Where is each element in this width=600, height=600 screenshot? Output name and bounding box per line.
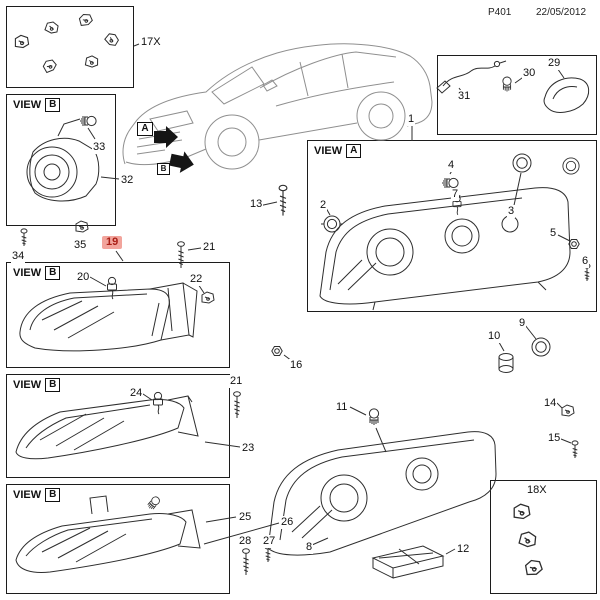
callout-6[interactable]: 6 xyxy=(581,255,590,268)
view-b-lamp-panel: VIEW B xyxy=(6,484,230,594)
xenon-headlamp-drawing xyxy=(267,406,497,556)
car-view-marker-b: B xyxy=(157,163,170,175)
callout-26[interactable]: 26 xyxy=(280,516,295,529)
view-b-drl-panel: VIEW B xyxy=(6,374,230,478)
callout-9[interactable]: 9 xyxy=(518,317,527,330)
car-view-marker-a: A xyxy=(137,122,153,136)
view-b-foglamp-header: VIEW B xyxy=(12,266,62,280)
callout-30[interactable]: 30 xyxy=(522,67,537,80)
view-b-drl-header: VIEW B xyxy=(12,378,62,392)
screw-icon xyxy=(242,548,250,576)
screw-icon xyxy=(20,228,28,247)
callout-8[interactable]: 8 xyxy=(305,541,314,554)
screw-icon xyxy=(233,391,241,419)
callout-5[interactable]: 5 xyxy=(549,227,558,240)
arrow-b-icon xyxy=(169,151,194,173)
view-a-header: VIEW A xyxy=(313,144,363,158)
callout-21-upper[interactable]: 21 xyxy=(202,241,217,254)
callout-20[interactable]: 20 xyxy=(76,271,91,284)
callout-21-lower[interactable]: 21 xyxy=(229,375,244,388)
callout-24[interactable]: 24 xyxy=(129,387,144,400)
screw-icon xyxy=(278,184,288,217)
view-b-projector-header: VIEW B xyxy=(12,98,62,112)
seal-and-holder-group xyxy=(495,324,551,373)
callout-29[interactable]: 29 xyxy=(547,57,562,70)
view-b-projector-panel: VIEW B xyxy=(6,94,116,226)
side-fasteners-group xyxy=(556,402,579,459)
callout-34[interactable]: 34 xyxy=(11,250,26,263)
callout-22[interactable]: 22 xyxy=(189,273,204,286)
ballast-module-drawing xyxy=(371,545,456,579)
callout-31[interactable]: 31 xyxy=(457,90,472,103)
callout-7[interactable]: 7 xyxy=(451,188,460,201)
ring-icon xyxy=(531,337,551,357)
callout-1[interactable]: 1 xyxy=(407,113,416,126)
view-word: VIEW xyxy=(314,145,343,157)
callout-25[interactable]: 25 xyxy=(238,511,253,524)
callout-33[interactable]: 33 xyxy=(92,141,107,154)
callout-35[interactable]: 35 xyxy=(73,239,88,252)
callout-11[interactable]: 11 xyxy=(335,401,349,414)
callout-10[interactable]: 10 xyxy=(487,330,502,343)
bulb-icon xyxy=(368,408,380,426)
view-word: VIEW xyxy=(13,99,42,111)
callout-2[interactable]: 2 xyxy=(319,199,328,212)
callout-15[interactable]: 15 xyxy=(547,432,562,445)
view-word: VIEW xyxy=(13,489,42,501)
view-letter-a: A xyxy=(346,144,362,158)
clip-icon xyxy=(561,404,575,417)
screw-icon xyxy=(571,440,579,459)
callout-32[interactable]: 32 xyxy=(120,174,135,187)
page-date: 22/05/2012 xyxy=(536,7,587,18)
callout-17x[interactable]: 17X xyxy=(140,36,162,49)
page-code: P401 xyxy=(488,7,512,18)
view-letter-b: B xyxy=(45,378,61,392)
callout-19[interactable]: 19 xyxy=(102,236,123,249)
arrow-a-icon xyxy=(154,126,178,148)
callout-3[interactable]: 3 xyxy=(507,205,516,218)
callout-27[interactable]: 27 xyxy=(262,535,277,548)
parts-box-17x xyxy=(6,6,134,88)
view-letter-b: B xyxy=(45,266,61,280)
nut-icon xyxy=(271,346,283,356)
callout-28[interactable]: 28 xyxy=(238,535,253,548)
view-letter-b: B xyxy=(45,488,61,502)
view-b-lamp-header: VIEW B xyxy=(12,488,62,502)
callout-16[interactable]: 16 xyxy=(289,359,304,372)
callout-18x[interactable]: 18X xyxy=(526,484,548,497)
callout-12[interactable]: 12 xyxy=(456,543,471,556)
callout-4[interactable]: 4 xyxy=(447,159,456,172)
parts-box-18x xyxy=(490,480,597,594)
callout-13[interactable]: 13 xyxy=(249,198,264,211)
view-word: VIEW xyxy=(13,379,42,391)
callout-23[interactable]: 23 xyxy=(241,442,256,455)
view-letter-b: B xyxy=(45,98,61,112)
view-word: VIEW xyxy=(13,267,42,279)
callout-14[interactable]: 14 xyxy=(543,397,558,410)
